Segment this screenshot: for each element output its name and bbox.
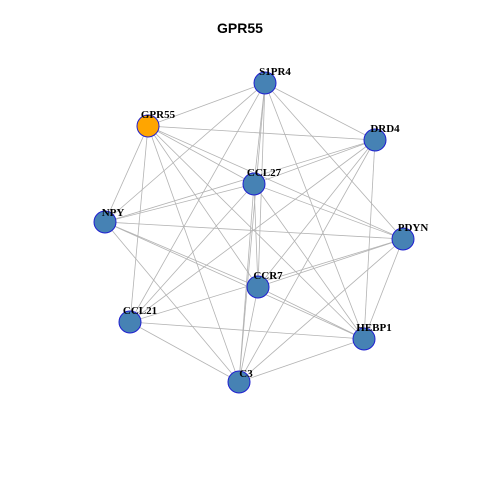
node-label: PDYN bbox=[398, 222, 429, 234]
edge-pdyn-hebp1 bbox=[363, 238, 404, 340]
node-label: GPR55 bbox=[141, 109, 176, 121]
node-circle bbox=[227, 370, 251, 394]
node-circle bbox=[253, 71, 277, 95]
node-label: CCL27 bbox=[247, 167, 282, 179]
edge-s1pr4-gpr55 bbox=[147, 82, 266, 127]
edge-pdyn-c3 bbox=[238, 238, 404, 383]
edge-hebp1-c3 bbox=[238, 338, 365, 383]
node-circle bbox=[93, 210, 117, 234]
graph-title: GPR55 bbox=[217, 20, 263, 36]
edge-ccl27-pdyn bbox=[253, 183, 404, 240]
node-label: DRD4 bbox=[370, 123, 400, 135]
edge-s1pr4-ccl21 bbox=[129, 82, 266, 323]
edge-drd4-ccl21 bbox=[129, 139, 376, 323]
edge-s1pr4-hebp1 bbox=[264, 82, 365, 340]
edge-s1pr4-drd4 bbox=[264, 82, 376, 141]
node-label: CCR7 bbox=[253, 270, 283, 282]
edge-s1pr4-npy bbox=[104, 82, 266, 223]
node-ccr7: CCR7 bbox=[246, 270, 283, 299]
edge-ccl27-hebp1 bbox=[253, 183, 365, 340]
edge-drd4-hebp1 bbox=[363, 139, 376, 340]
node-label: HEBP1 bbox=[356, 322, 391, 334]
edge-gpr55-ccl27 bbox=[147, 125, 255, 185]
node-circle bbox=[363, 128, 387, 152]
edge-s1pr4-pdyn bbox=[264, 82, 404, 240]
edge-pdyn-ccr7 bbox=[257, 238, 404, 288]
node-s1pr4: S1PR4 bbox=[253, 66, 291, 95]
edge-drd4-c3 bbox=[238, 139, 376, 383]
node-label: NPY bbox=[102, 207, 125, 219]
edge-gpr55-c3 bbox=[147, 125, 240, 383]
edge-gpr55-ccr7 bbox=[147, 125, 259, 288]
node-c3: C3 bbox=[227, 368, 253, 394]
node-npy: NPY bbox=[93, 207, 125, 234]
edge-ccr7-hebp1 bbox=[257, 286, 365, 340]
edge-ccl27-npy bbox=[104, 183, 255, 223]
edge-npy-c3 bbox=[104, 221, 240, 383]
node-circle bbox=[391, 227, 415, 251]
node-circle bbox=[136, 114, 160, 138]
node-circle bbox=[242, 172, 266, 196]
node-circle bbox=[352, 327, 376, 351]
edge-s1pr4-c3 bbox=[238, 82, 266, 383]
edge-gpr55-drd4 bbox=[147, 125, 376, 141]
edge-drd4-ccr7 bbox=[257, 139, 376, 288]
node-label: CCL21 bbox=[123, 305, 157, 317]
edge-gpr55-npy bbox=[104, 125, 149, 223]
edge-gpr55-pdyn bbox=[147, 125, 404, 240]
edge-npy-hebp1 bbox=[104, 221, 365, 340]
node-ccl21: CCL21 bbox=[118, 305, 157, 334]
node-label: C3 bbox=[239, 368, 253, 380]
edge-ccl21-hebp1 bbox=[129, 321, 365, 340]
node-pdyn: PDYN bbox=[391, 222, 429, 251]
edge-ccr7-c3 bbox=[238, 286, 259, 383]
edge-ccl27-ccr7 bbox=[253, 183, 259, 288]
node-circle bbox=[118, 310, 142, 334]
edge-drd4-npy bbox=[104, 139, 376, 223]
edge-ccl27-c3 bbox=[238, 183, 255, 383]
edge-ccl27-ccl21 bbox=[129, 183, 255, 323]
edge-npy-pdyn bbox=[104, 221, 404, 240]
node-drd4: DRD4 bbox=[363, 123, 400, 152]
edge-npy-ccr7 bbox=[104, 221, 259, 288]
node-gpr55: GPR55 bbox=[136, 109, 176, 138]
edge-drd4-ccl27 bbox=[253, 139, 376, 185]
edge-ccl21-c3 bbox=[129, 321, 240, 383]
node-label: S1PR4 bbox=[259, 66, 291, 78]
node-circle bbox=[246, 275, 270, 299]
node-hebp1: HEBP1 bbox=[352, 322, 392, 351]
edge-layer bbox=[104, 82, 404, 383]
node-ccl27: CCL27 bbox=[242, 167, 282, 196]
